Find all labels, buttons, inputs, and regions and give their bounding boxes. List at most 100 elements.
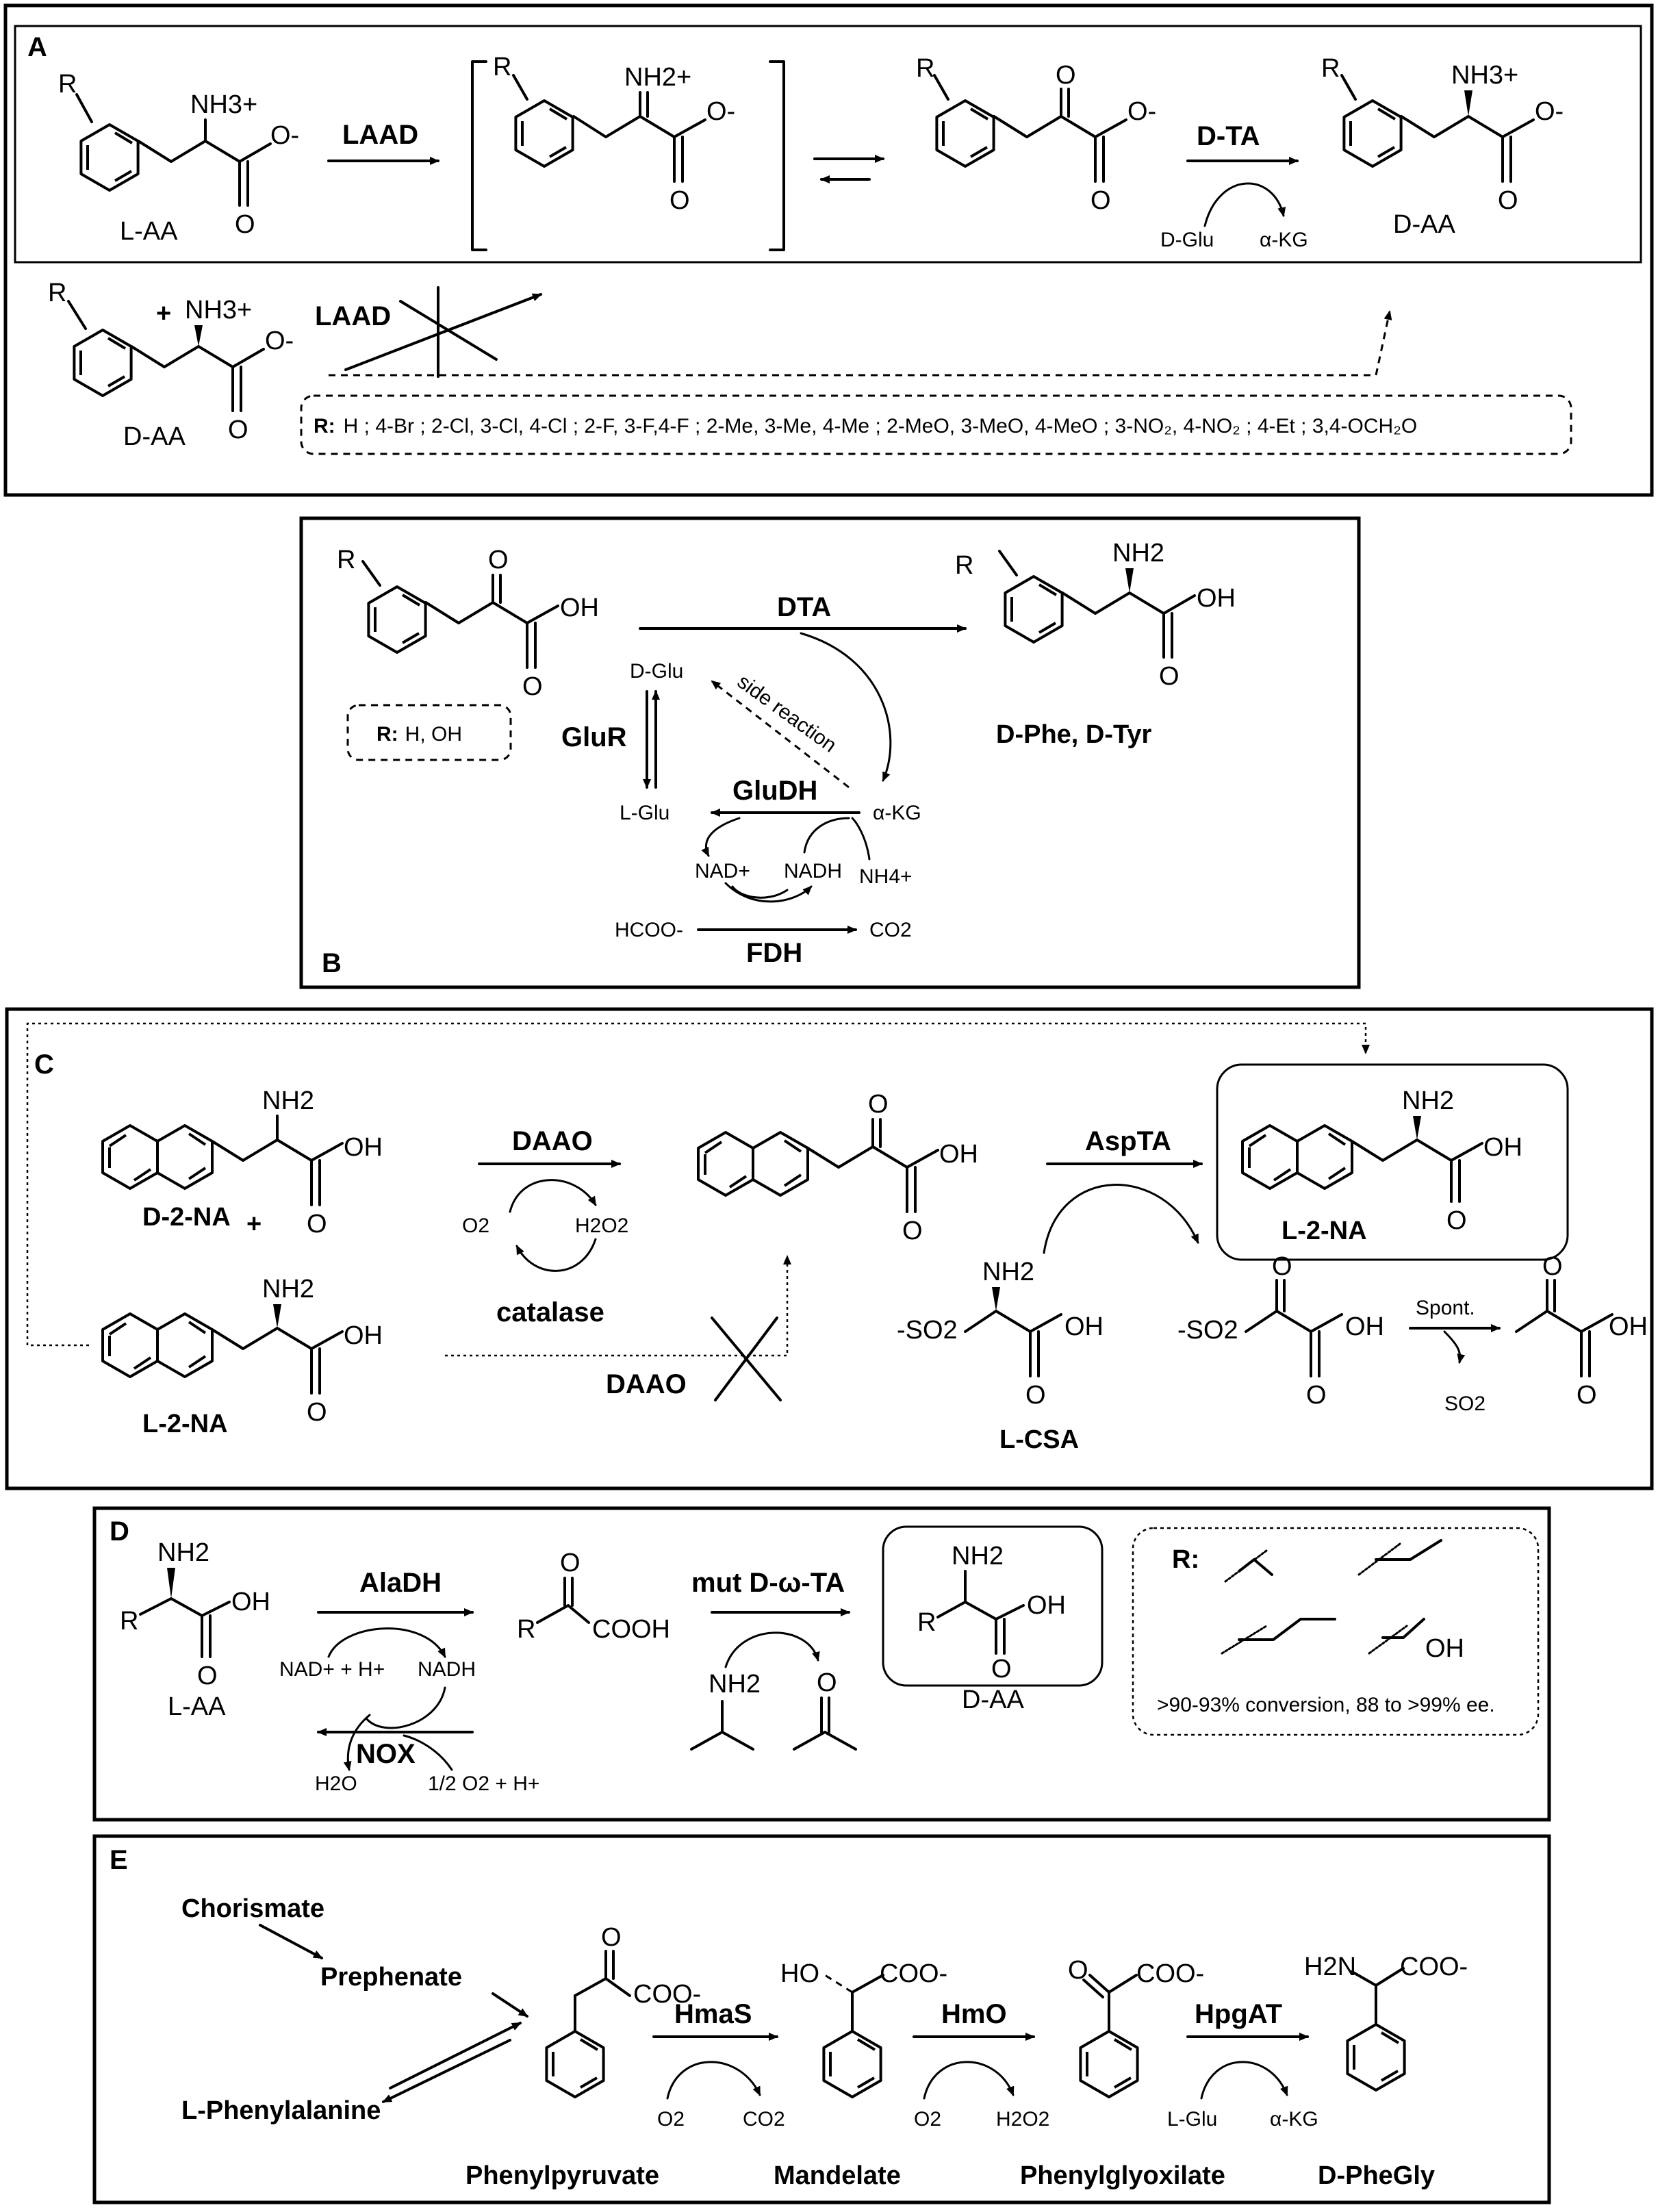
enzyme-laad: LAAD bbox=[342, 120, 418, 150]
svg-text:OH: OH bbox=[1425, 1634, 1464, 1663]
svg-text:R: R bbox=[916, 54, 934, 83]
svg-text:NH2: NH2 bbox=[1112, 539, 1164, 568]
label-l-csa: L-CSA bbox=[999, 1425, 1079, 1454]
svg-text:1/2 O2 + H+: 1/2 O2 + H+ bbox=[428, 1772, 539, 1795]
svg-text:R: R bbox=[493, 53, 511, 81]
svg-text:O-: O- bbox=[265, 327, 294, 355]
svg-text:O2: O2 bbox=[462, 1215, 489, 1237]
svg-text:OH: OH bbox=[1483, 1133, 1522, 1162]
svg-text:COO-: COO- bbox=[1400, 1953, 1468, 1981]
svg-text:SO2: SO2 bbox=[1444, 1393, 1485, 1415]
svg-text:O: O bbox=[488, 546, 509, 574]
svg-text:O: O bbox=[307, 1398, 327, 1427]
svg-text:OH: OH bbox=[231, 1588, 270, 1616]
enzyme-aladh: AlaDH bbox=[359, 1568, 442, 1598]
svg-text:OH: OH bbox=[1064, 1312, 1104, 1341]
label-d-2-na: D-2-NA bbox=[142, 1203, 231, 1232]
svg-text:O: O bbox=[228, 416, 248, 444]
r-substituent-list: R:H ; 4-Br ; 2-Cl, 3-Cl, 4-Cl ; 2-F, 3-F… bbox=[314, 415, 1417, 437]
keto-acid: R O O O- bbox=[916, 54, 1156, 215]
svg-text:O: O bbox=[560, 1549, 581, 1577]
enzyme-fdh: FDH bbox=[746, 938, 802, 968]
panel-c: C NH2 O OH D-2-NA + NH2 O OH L-2-NA DAAO… bbox=[5, 1007, 1654, 1490]
svg-text:O: O bbox=[522, 672, 543, 701]
svg-text:NH2: NH2 bbox=[952, 1542, 1004, 1571]
phenylpyruvate-label: Phenylpyruvate bbox=[465, 2161, 659, 2190]
svg-text:O2: O2 bbox=[914, 2108, 941, 2131]
pyruvate: O O OH bbox=[1515, 1252, 1648, 1410]
svg-text:NH3+: NH3+ bbox=[185, 296, 252, 325]
phenylpyruvate: O COO- Phenylpyruvate bbox=[465, 1923, 701, 2190]
isopropylamine: NH2 bbox=[690, 1670, 761, 1751]
enzyme-aspta: AspTA bbox=[1085, 1126, 1171, 1156]
svg-text:-SO2: -SO2 bbox=[897, 1316, 958, 1345]
d-phe-product: R NH2 O OH D-Phe, D-Tyr bbox=[955, 539, 1236, 749]
svg-text:NH2: NH2 bbox=[157, 1538, 209, 1567]
l-aa-structure: R NH3+ O O- L-AA bbox=[58, 70, 299, 246]
label-d-aa: D-AA bbox=[123, 422, 186, 451]
svg-text:+: + bbox=[246, 1210, 262, 1238]
svg-text:NAD+: NAD+ bbox=[695, 860, 750, 882]
svg-text:O: O bbox=[1025, 1381, 1046, 1410]
svg-text:O: O bbox=[902, 1217, 923, 1245]
svg-text:COO-: COO- bbox=[880, 1959, 947, 1988]
svg-text:NH2: NH2 bbox=[262, 1086, 314, 1115]
svg-text:R: R bbox=[58, 70, 77, 99]
product-d-phe-d-tyr: D-Phe, D-Tyr bbox=[996, 720, 1152, 749]
label-d-aa-top: D-AA bbox=[1393, 210, 1455, 239]
panel-d: D NH2 R O OH L-AA AlaDH NAD+ + H+ NADH N… bbox=[92, 1506, 1551, 1822]
enzyme-gludh: GluDH bbox=[732, 776, 817, 806]
svg-text:O: O bbox=[817, 1668, 837, 1697]
svg-text:OH: OH bbox=[344, 1321, 383, 1350]
mandelate-label: Mandelate bbox=[774, 2161, 901, 2190]
svg-text:α-KG: α-KG bbox=[1260, 229, 1308, 251]
l-2-na-product: NH2 O OH L-2-NA bbox=[1216, 1063, 1569, 1261]
svg-text:OH: OH bbox=[939, 1140, 978, 1169]
l-csa: -SO2 NH2 O OH L-CSA bbox=[897, 1258, 1104, 1454]
svg-text:HCOO-: HCOO- bbox=[615, 919, 683, 941]
label-l-2-na: L-2-NA bbox=[142, 1410, 228, 1438]
svg-text:NH3+: NH3+ bbox=[190, 90, 257, 119]
enzyme-daao: DAAO bbox=[512, 1126, 593, 1156]
svg-text:NH2: NH2 bbox=[262, 1275, 314, 1304]
svg-text:O: O bbox=[1498, 186, 1518, 215]
svg-text:O: O bbox=[1272, 1252, 1292, 1281]
svg-text:R: R bbox=[917, 1608, 936, 1637]
svg-text:R: R bbox=[120, 1607, 138, 1636]
svg-text:O: O bbox=[1091, 186, 1111, 215]
svg-text:O-: O- bbox=[706, 97, 735, 126]
label-l-aa: L-AA bbox=[120, 217, 178, 246]
phenylglyoxylate: O COO- Phenylglyoxilate bbox=[1020, 1956, 1225, 2190]
svg-text:D-Glu: D-Glu bbox=[1160, 229, 1214, 251]
svg-text:O: O bbox=[868, 1090, 889, 1119]
svg-text:NH2: NH2 bbox=[1402, 1086, 1454, 1115]
svg-text:O: O bbox=[1577, 1381, 1597, 1410]
label-l-2-na-product: L-2-NA bbox=[1281, 1217, 1367, 1245]
panel-a-letter: A bbox=[27, 32, 47, 62]
svg-text:O: O bbox=[601, 1923, 622, 1952]
enzyme-nox: NOX bbox=[356, 1739, 416, 1769]
svg-text:O: O bbox=[669, 186, 690, 215]
label-l-aa-d: L-AA bbox=[168, 1692, 226, 1721]
l-2-na-substrate: NH2 O OH L-2-NA bbox=[101, 1275, 383, 1438]
panel-d-letter: D bbox=[110, 1516, 129, 1547]
d-glu-label: D-Glu bbox=[630, 660, 683, 683]
svg-text:+: + bbox=[156, 299, 171, 328]
svg-text:NAD+ + H+: NAD+ + H+ bbox=[279, 1658, 385, 1681]
svg-text:L-Glu: L-Glu bbox=[1167, 2108, 1217, 2131]
panel-e-letter: E bbox=[110, 1845, 128, 1875]
d-aa-product: R NH3+ O O- D-AA bbox=[1321, 54, 1564, 239]
svg-text:O: O bbox=[1542, 1252, 1563, 1281]
svg-text:COO-: COO- bbox=[633, 1980, 701, 2009]
svg-text:R: R bbox=[337, 546, 355, 574]
svg-text:NH4+: NH4+ bbox=[859, 865, 913, 888]
svg-text:O-: O- bbox=[1535, 97, 1564, 126]
panel-e: E Chorismate Prephenate L-Phenylalanine … bbox=[92, 1834, 1551, 2204]
svg-text:O: O bbox=[1159, 662, 1179, 691]
svg-text:R: R bbox=[1321, 54, 1340, 83]
svg-text:H2O: H2O bbox=[315, 1772, 357, 1795]
enzyme-daao-blocked: DAAO bbox=[606, 1369, 687, 1399]
enzyme-hmas: HmaS bbox=[674, 1999, 752, 2029]
side-reaction-label: side reaction bbox=[733, 670, 841, 757]
